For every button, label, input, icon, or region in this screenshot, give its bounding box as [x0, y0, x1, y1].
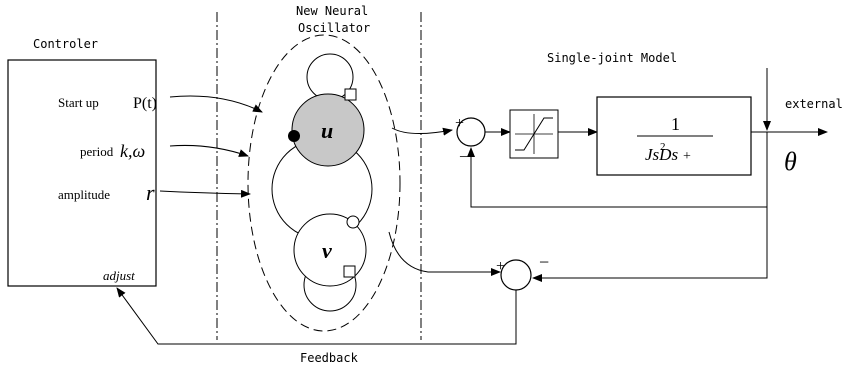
period-label: period — [80, 144, 114, 159]
tf-denominator: JsDs — [645, 145, 678, 164]
v-label: v — [322, 238, 332, 263]
amplitude-label: amplitude — [58, 187, 110, 202]
u-synapse-square — [344, 88, 357, 101]
start-up-arrow — [169, 95, 263, 113]
oscillator-boundary — [247, 34, 401, 332]
oscillator-title-line2: Oscillator — [298, 21, 370, 35]
u-label: u — [321, 118, 333, 143]
tf-numerator: 1 — [671, 114, 680, 134]
amplitude-arrow — [159, 189, 251, 198]
external-label: external — [785, 97, 843, 111]
inhibitory-synapse-circle — [346, 215, 360, 229]
oscillator-output-arrow — [391, 127, 453, 136]
controller-title: Controler — [33, 37, 98, 51]
oscillator-title-line1: New Neural — [296, 4, 368, 18]
start-up-label: Start up — [58, 95, 99, 110]
period-arrow — [169, 144, 249, 157]
sum1-minus: − — [459, 149, 468, 166]
summing-junction-2 — [500, 259, 532, 291]
sum2-minus: − — [539, 252, 549, 272]
u-neuron — [291, 93, 365, 167]
feedback-label: Feedback — [300, 351, 359, 365]
controller-feedback-path — [116, 287, 517, 345]
tf-superscript: 2 — [660, 141, 666, 153]
r-symbol: r — [146, 180, 155, 205]
tf-overlay: + — [683, 149, 691, 164]
sum2-plus: + — [496, 258, 505, 275]
v-synapse-square — [343, 265, 356, 278]
sum1-plus: + — [455, 115, 464, 132]
outer-feedback-path — [532, 207, 768, 282]
saturation-curve — [515, 117, 553, 151]
theta-label: θ — [784, 147, 797, 176]
oscillator-to-sum2-arrow — [388, 231, 501, 276]
excitatory-synapse-dot — [288, 130, 300, 142]
single-joint-title: Single-joint Model — [547, 51, 677, 65]
p-t-symbol: P(t) — [133, 95, 157, 112]
k-omega-symbol: k,ω — [120, 141, 145, 161]
inner-feedback-path — [467, 132, 768, 208]
adjust-label: adjust — [103, 268, 135, 283]
controller-box — [7, 59, 157, 287]
